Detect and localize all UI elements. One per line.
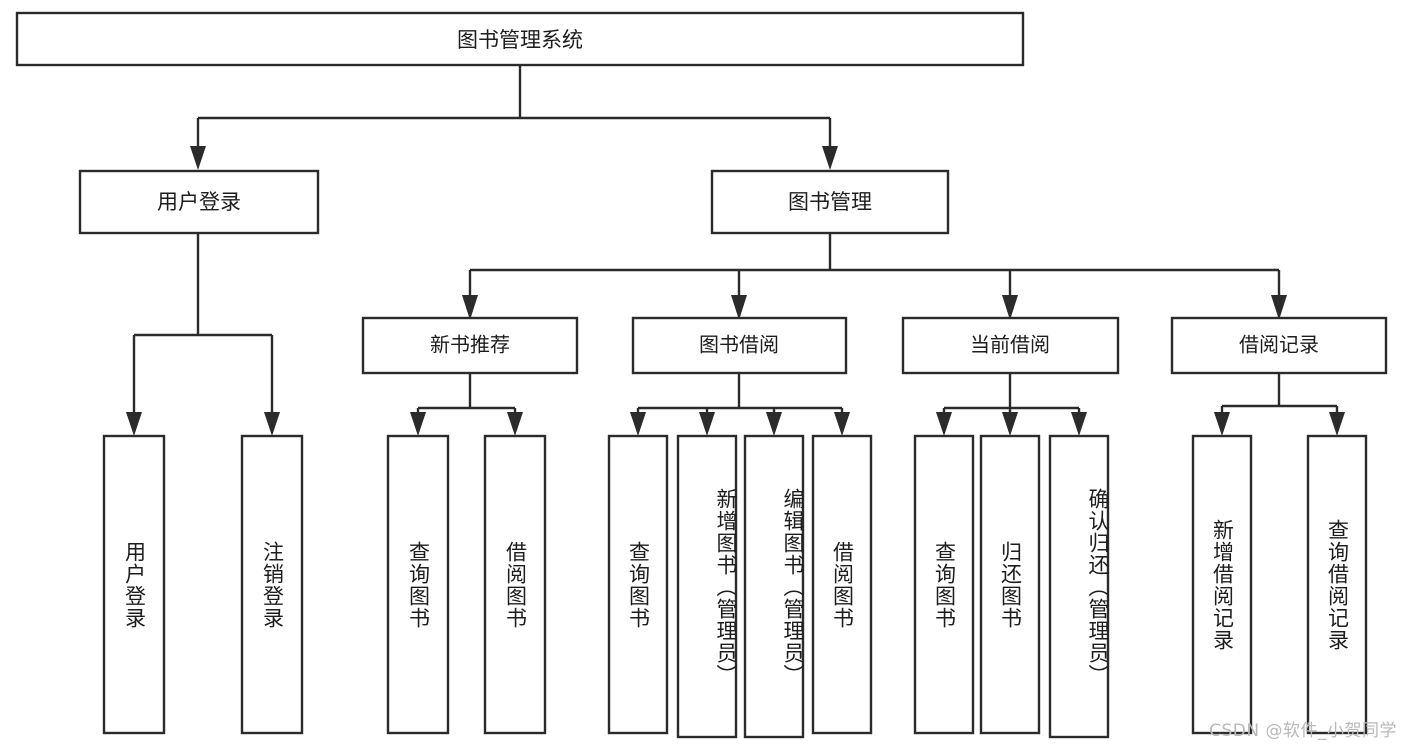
- node-book-management-box[interactable]: [710, 169, 950, 235]
- arrowhead-borrow-record: [1271, 295, 1287, 320]
- leaf-box-record-query[interactable]: [1306, 434, 1368, 735]
- arrowhead-currentborrow-leaf-2: [1002, 412, 1018, 436]
- leaf-box-newbook-query-book[interactable]: [386, 434, 450, 735]
- node-current-borrow-label: 当前借阅: [970, 333, 1050, 357]
- node-borrow-record-label: 借阅记录: [1239, 333, 1319, 357]
- node-current-borrow-box[interactable]: [901, 316, 1120, 375]
- leaf-box-borrow-borrow-book[interactable]: [811, 434, 873, 735]
- arrowhead-leaf-user-login: [126, 412, 142, 436]
- arrowhead-newbook-leaf-2: [507, 412, 523, 436]
- node-root[interactable]: 图书管理系统: [15, 11, 1025, 67]
- arrowhead-currentborrow-leaf-1: [936, 412, 952, 436]
- csdn-watermark: CSDN @软件_小贺同学: [1209, 721, 1397, 741]
- leaf-box-user-login[interactable]: [102, 434, 166, 735]
- leaf-box-borrow-edit-book[interactable]: [743, 434, 805, 739]
- node-book-management-label: 图书管理: [788, 190, 872, 214]
- arrowhead-book-mgmt: [822, 146, 838, 170]
- node-book-management[interactable]: 图书管理: [710, 169, 950, 235]
- node-root-label: 图书管理系统: [457, 28, 583, 52]
- arrowhead-leaf-logout: [264, 412, 280, 436]
- node-new-book-recommend-label: 新书推荐: [430, 333, 510, 357]
- arrowhead-new-book: [462, 295, 478, 320]
- connector-layer: [126, 65, 1345, 436]
- leaf-box-borrow-add-book[interactable]: [676, 434, 738, 739]
- arrowhead-borrowrecord-leaf-2: [1329, 412, 1345, 436]
- node-book-borrow-label: 图书借阅: [699, 333, 779, 357]
- arrowhead-bookborrow-leaf-1: [630, 412, 646, 436]
- arrowhead-book-borrow: [731, 295, 747, 320]
- node-user-login[interactable]: 用户登录: [78, 169, 320, 235]
- arrowhead-newbook-leaf-1: [410, 412, 426, 436]
- arrowhead-currentborrow-leaf-3: [1071, 412, 1087, 436]
- node-new-book-recommend-box[interactable]: [361, 316, 579, 375]
- arrowhead-bookborrow-leaf-4: [834, 412, 850, 436]
- arrowhead-borrowrecord-leaf-1: [1214, 412, 1230, 436]
- node-borrow-record[interactable]: 借阅记录: [1170, 316, 1388, 375]
- arrowhead-current-borrow: [1002, 295, 1018, 320]
- node-user-login-box[interactable]: [78, 169, 320, 235]
- node-book-borrow-box[interactable]: [631, 316, 848, 375]
- leaf-box-current-confirm-return[interactable]: [1048, 434, 1110, 739]
- node-borrow-record-box[interactable]: [1170, 316, 1388, 375]
- node-root-box[interactable]: [15, 11, 1025, 67]
- arrowhead-bookborrow-leaf-3: [766, 412, 782, 436]
- node-book-borrow[interactable]: 图书借阅: [631, 316, 848, 375]
- leaf-box-borrow-query-book[interactable]: [607, 434, 669, 735]
- arrowhead-bookborrow-leaf-2: [699, 412, 715, 436]
- leaf-box-current-return-book[interactable]: [979, 434, 1041, 735]
- leaf-box-current-query-book[interactable]: [913, 434, 975, 735]
- leaf-box-newbook-borrow-book[interactable]: [483, 434, 547, 735]
- node-current-borrow[interactable]: 当前借阅: [901, 316, 1120, 375]
- node-user-login-label: 用户登录: [157, 190, 241, 214]
- arrowhead-user-login: [190, 146, 206, 170]
- leaf-box-record-add[interactable]: [1191, 434, 1253, 735]
- node-new-book-recommend[interactable]: 新书推荐: [361, 316, 579, 375]
- leaf-box-logout[interactable]: [240, 434, 304, 735]
